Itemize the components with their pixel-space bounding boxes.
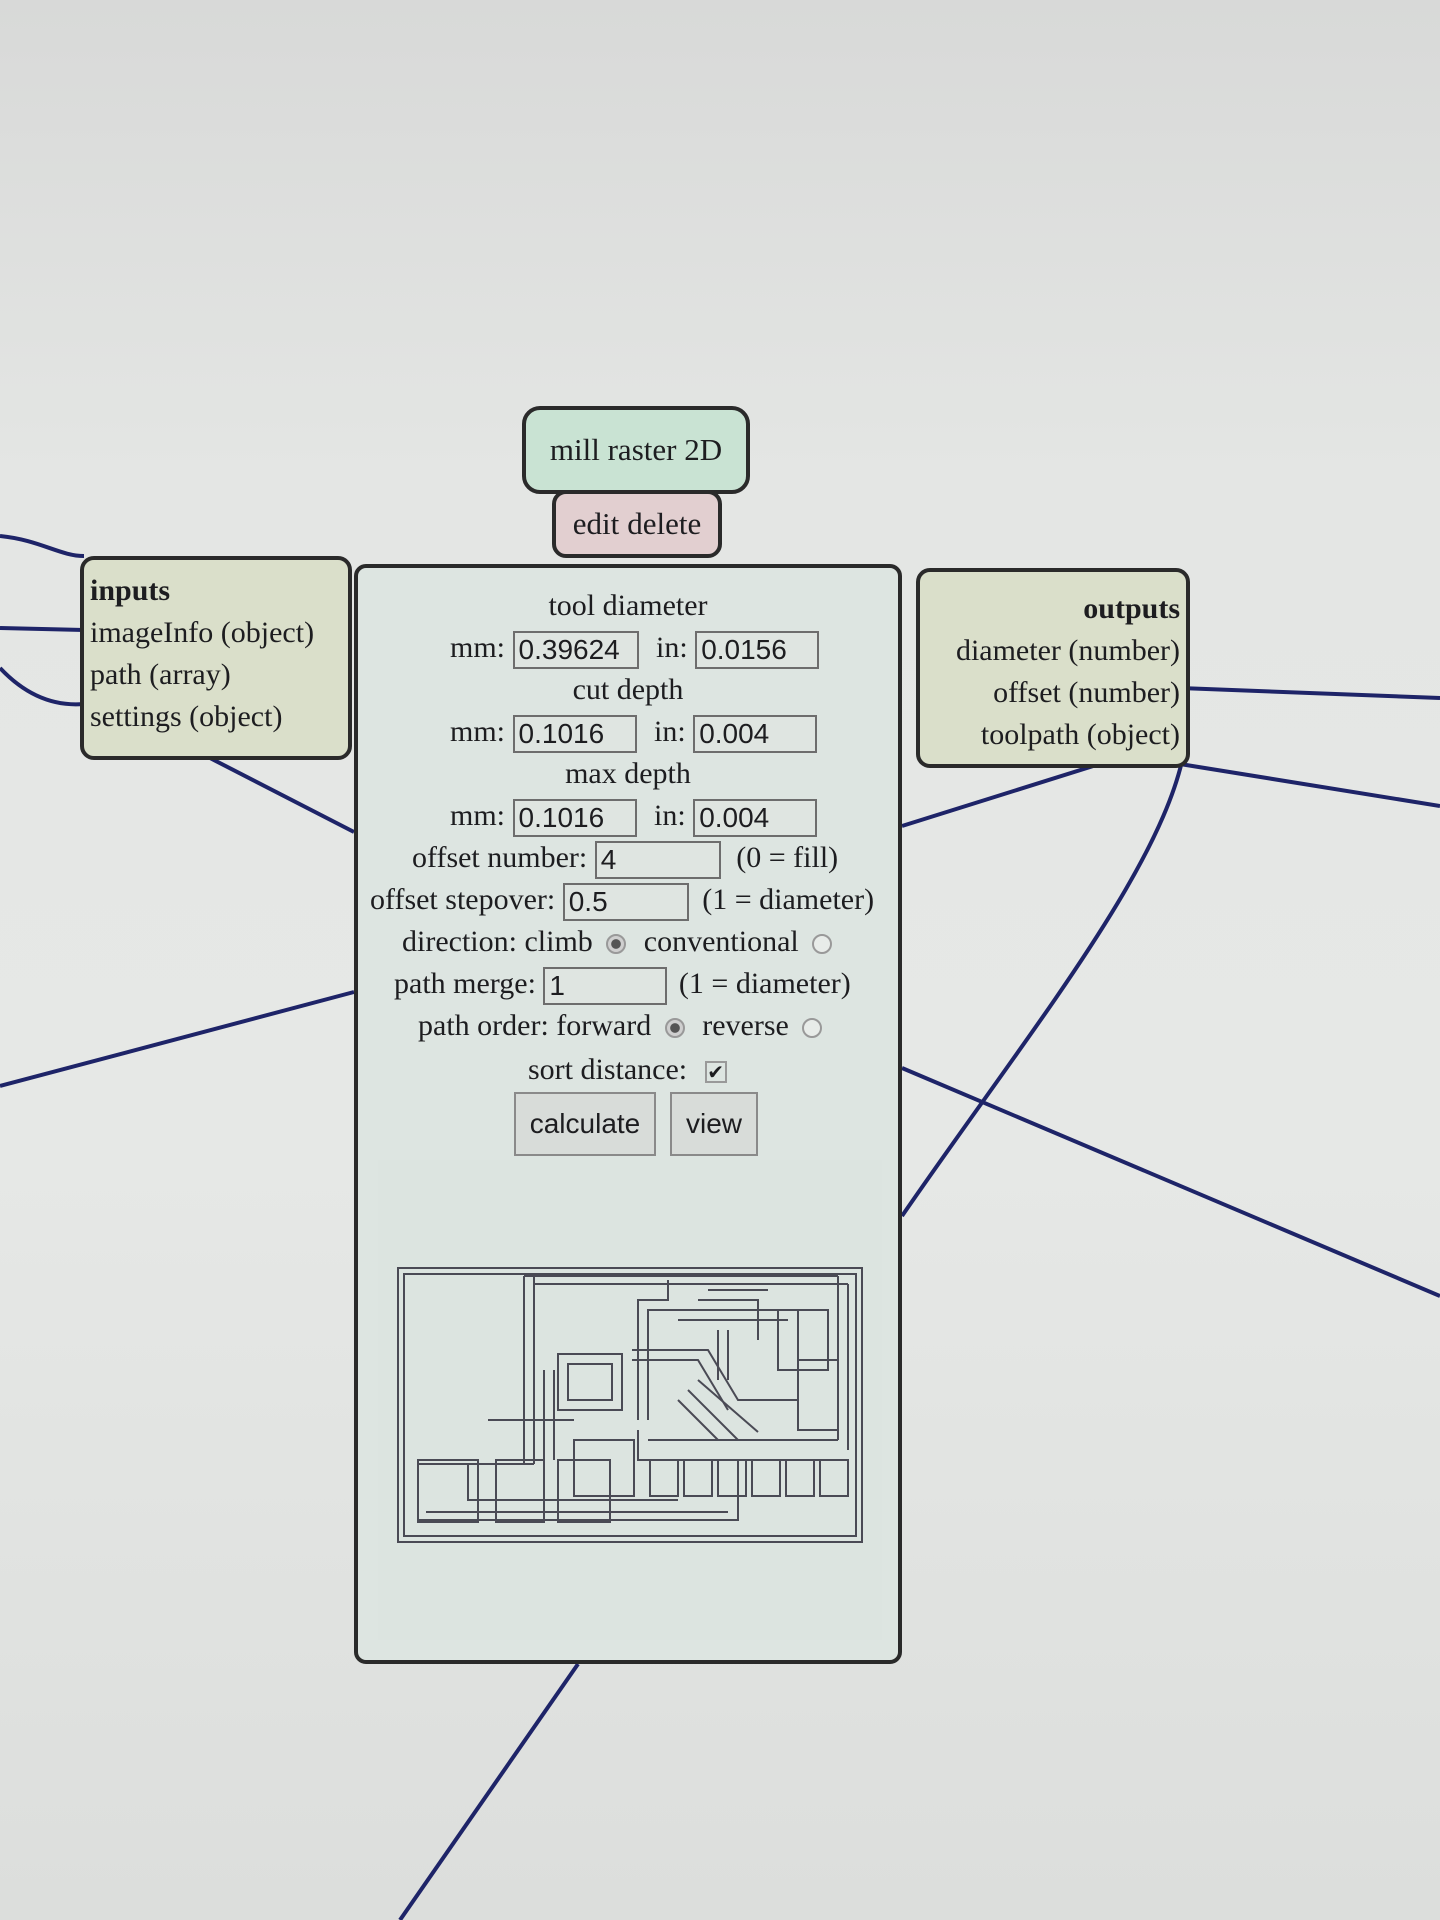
cut-depth-in-input[interactable]: 0.004 xyxy=(693,715,818,754)
sort-distance-row: sort distance: ✔ xyxy=(358,1050,1068,1090)
output-diameter[interactable]: diameter (number) xyxy=(955,634,1180,667)
max-depth-mm-label: mm: xyxy=(450,799,506,832)
path-merge-row: path merge: 1 (1 = diameter) xyxy=(358,964,934,1006)
output-toolpath[interactable]: toolpath (object) xyxy=(980,718,1180,751)
tool-diameter-mm-input[interactable]: 0.39624 xyxy=(512,631,639,670)
wire-diameter xyxy=(1179,686,1440,700)
path-order-row: path order: forward reverse xyxy=(358,1006,958,1046)
offset-number-hint: (0 = fill) xyxy=(736,841,839,874)
max-depth-row: mm: 0.1016 in: 0.004 xyxy=(358,796,990,838)
edit-button[interactable]: edit xyxy=(572,506,620,541)
direction-conventional-radio[interactable] xyxy=(812,934,833,955)
input-settings[interactable]: settings (object) xyxy=(90,700,283,733)
settings-panel: tool diameter mm: 0.39624 in: 0.0156 cut… xyxy=(354,564,902,1664)
input-imageinfo[interactable]: imageInfo (object) xyxy=(90,616,315,649)
path-merge-input[interactable]: 1 xyxy=(543,967,668,1006)
offset-stepover-label: offset stepover: xyxy=(370,883,556,916)
offset-number-input[interactable]: 4 xyxy=(594,841,721,880)
tool-diameter-in-input[interactable]: 0.0156 xyxy=(695,631,820,670)
wire-imageinfo xyxy=(0,534,85,558)
path-order-forward-radio[interactable] xyxy=(664,1018,685,1039)
cut-depth-mm-label: mm: xyxy=(450,715,506,748)
path-order-forward-label: path order: forward xyxy=(418,1009,652,1042)
tool-diameter-row: mm: 0.39624 in: 0.0156 xyxy=(358,628,990,670)
wire-imageinfo-2 xyxy=(0,626,85,632)
delete-button[interactable]: delete xyxy=(627,506,702,541)
view-button[interactable]: view xyxy=(670,1092,758,1156)
calculate-button[interactable]: calculate xyxy=(514,1092,656,1156)
toolpath-traces xyxy=(397,1267,863,1543)
max-depth-in-input[interactable]: 0.004 xyxy=(693,799,818,838)
wire-path xyxy=(0,666,85,707)
inputs-heading: inputs xyxy=(90,574,171,607)
offset-number-label: offset number: xyxy=(412,841,588,874)
cut-depth-heading: cut depth xyxy=(572,673,684,706)
sort-distance-label: sort distance: xyxy=(528,1053,688,1086)
direction-row: direction: climb conventional xyxy=(358,922,942,962)
node-title-label: mill raster 2D xyxy=(549,432,723,467)
wire-settings-out xyxy=(209,756,355,834)
wire-toolpath-2 xyxy=(901,760,1107,828)
input-path[interactable]: path (array) xyxy=(90,658,231,691)
node-title[interactable]: mill raster 2D xyxy=(522,406,750,494)
tool-diameter-heading: tool diameter xyxy=(548,589,708,622)
cut-depth-mm-input[interactable]: 0.1016 xyxy=(512,715,637,754)
max-depth-heading: max depth xyxy=(565,757,691,790)
max-depth-in-label: in: xyxy=(654,799,686,832)
sort-distance-checkbox[interactable]: ✔ xyxy=(704,1061,727,1084)
direction-climb-label: direction: climb xyxy=(402,925,593,958)
outputs-box: outputs diameter (number) offset (number… xyxy=(916,568,1190,768)
offset-stepover-row: offset stepover: 0.5 (1 = diameter) xyxy=(358,880,910,922)
toolpath-preview xyxy=(378,1160,882,1640)
offset-number-row: offset number: 4 (0 = fill) xyxy=(358,838,952,880)
wire-toolpath xyxy=(900,739,1188,1218)
wire-bottom xyxy=(398,1662,580,1920)
offset-stepover-hint: (1 = diameter) xyxy=(702,883,875,916)
tool-diameter-mm-label: mm: xyxy=(450,631,506,664)
outputs-heading: outputs xyxy=(1083,592,1180,625)
path-merge-hint: (1 = diameter) xyxy=(678,967,851,1000)
wire-diag xyxy=(901,1066,1440,1298)
path-merge-label: path merge: xyxy=(394,967,536,1000)
tool-diameter-in-label: in: xyxy=(656,631,688,664)
wire-left-long xyxy=(0,990,355,1088)
direction-climb-radio[interactable] xyxy=(606,934,627,955)
path-order-reverse-label: reverse xyxy=(702,1009,789,1042)
cut-depth-in-label: in: xyxy=(654,715,686,748)
offset-stepover-input[interactable]: 0.5 xyxy=(562,883,689,922)
path-order-reverse-radio[interactable] xyxy=(802,1018,823,1039)
wire-offset xyxy=(1179,762,1440,808)
node-actions: edit delete xyxy=(552,490,722,558)
output-offset[interactable]: offset (number) xyxy=(993,676,1180,709)
cut-depth-row: mm: 0.1016 in: 0.004 xyxy=(358,712,990,754)
inputs-box: inputs imageInfo (object) path (array) s… xyxy=(80,556,352,760)
direction-conventional-label: conventional xyxy=(643,925,799,958)
max-depth-mm-input[interactable]: 0.1016 xyxy=(512,799,637,838)
